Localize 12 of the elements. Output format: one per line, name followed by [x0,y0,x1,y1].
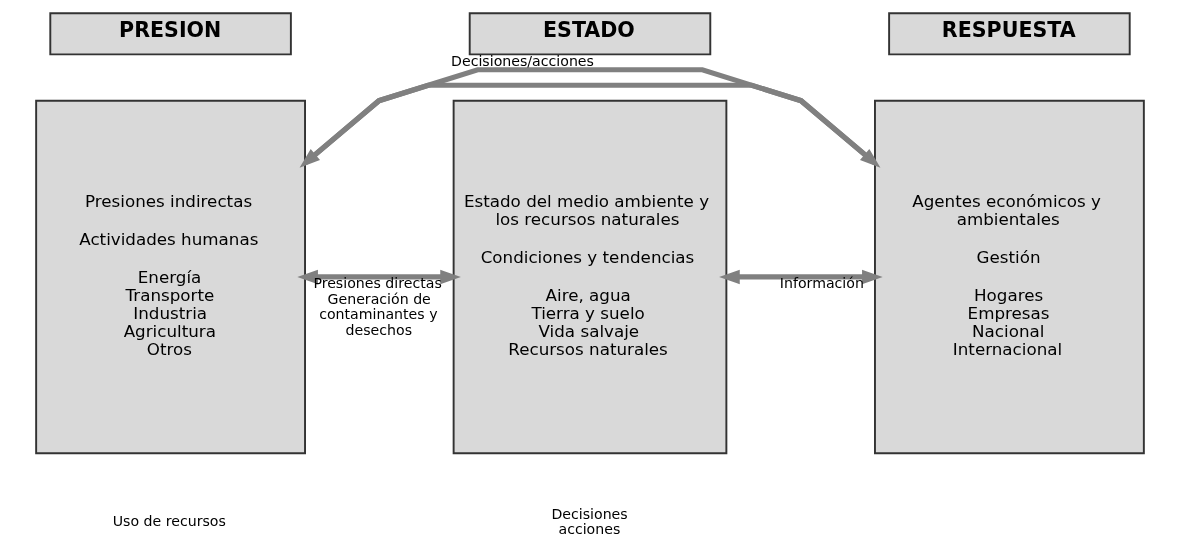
edge-label: Presiones directas Generación de contaminantes y desechos [313,275,442,338]
node-box: Presiones indirectas Actividades humanas Energía Transporte Industria Agricultura Otros [35,99,306,455]
edge-label: Información [779,275,864,292]
node-box: ESTADO [468,12,712,56]
label: Decisiones acciones [551,505,628,537]
arrow [719,269,883,285]
label: Uso de recursos [112,513,226,530]
node-box: Agentes económicos y ambientales Gestión Hogares Empresas Nacional Internacional [874,99,1145,455]
arrow [297,269,461,285]
node-box: PRESION [49,12,292,56]
node-box: RESPUESTA [888,12,1131,56]
node-box: Estado del medio ambiente y los recursos naturales Condiciones y tendencias Aire, agua Tierra y suelo Vida salvaje Recursos naturales [452,99,728,455]
